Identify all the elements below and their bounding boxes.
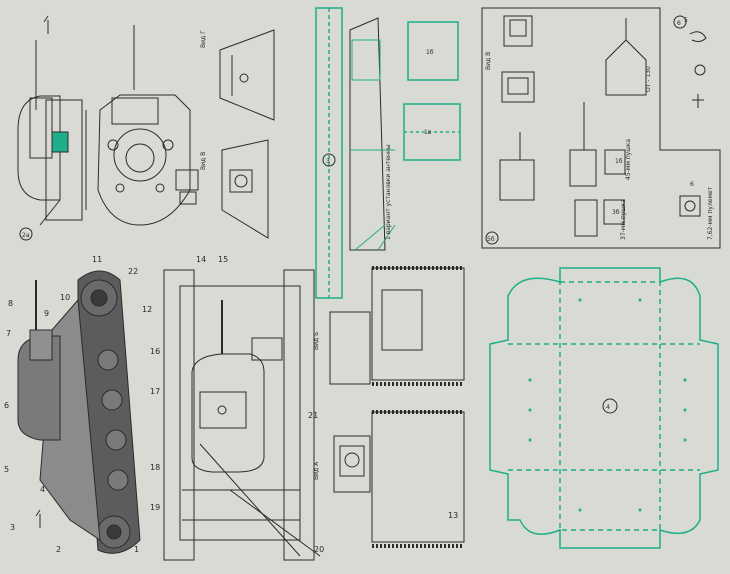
part-number-11: 11 [92,255,102,264]
fig-number-2a: 2а [22,232,30,239]
part-number-15: 15 [218,255,228,264]
fig-circle-2a [19,227,33,241]
variants-panel [481,7,721,249]
part-number-8: 8 [8,299,13,308]
part-number-4: 4 [40,485,45,494]
part-number-3: 3 [10,523,15,532]
marker-1b: 1б [615,158,623,165]
hull-side-antenna [349,17,396,251]
fig-circle-3 [322,153,336,167]
marker-3b: 3б [612,209,620,216]
fig-circle-6 [673,15,687,29]
fig-number-1v: 1в [424,129,432,136]
net-rivets [528,298,687,512]
view-label-v: Вид В [200,152,207,170]
arrow-marker-top [43,15,49,34]
tank-side-view-main [17,270,141,554]
green-strip-part [315,7,343,299]
part-number-2: 2 [56,545,61,554]
arrow-marker-bottom [35,509,41,528]
green-panels [403,21,461,161]
fig-circle-5b [485,231,499,245]
fig-number-1b: 1б [426,49,434,56]
fig-number-4: 4 [606,404,610,411]
side-symbols [689,31,707,108]
part-numbers-center: 14 15 16 17 18 19 20 21 13 [150,255,458,554]
view-a-drawing [333,410,465,548]
view-g-drawing [219,29,275,239]
part-number-16: 16 [150,347,160,356]
unfolded-net-part [489,267,719,549]
view-label-a: Вид А [313,461,320,480]
part-number-7: 7 [6,329,11,338]
view-label-b: Вид Б [313,332,320,350]
variant-caption: 1 вариант установки антенны [385,144,392,240]
fig-number-6: 6 [677,20,681,27]
tank-front-view-top [97,25,199,226]
part-number-1: 1 [134,545,139,554]
hull-top-view [163,269,321,561]
gun-37-caption: 37-мм пушка [620,199,627,240]
part-number-20: 20 [314,545,324,554]
tank-side-view-top [17,40,87,226]
ot-130-caption: ОТ - 130 [645,66,652,92]
part-number-6: 6 [4,401,9,410]
flamethrower-caption: 7,62-мм пулемет [707,186,714,240]
part-number-21: 21 [308,411,318,420]
part-number-14: 14 [196,255,206,264]
part-number-10: 10 [60,293,70,302]
part-number-22: 22 [128,267,138,276]
part-number-18: 18 [150,463,160,472]
view-b-drawing [329,266,465,386]
marker-6: 6 [690,181,694,188]
part-number-17: 17 [150,387,160,396]
fig-number-3: 3 [326,158,330,165]
gun-45-caption: 45-мм пушка [625,139,632,180]
part-number-19: 19 [150,503,160,512]
part-number-9: 9 [44,309,49,318]
part-number-13: 13 [448,511,458,520]
part-number-12: 12 [142,305,152,314]
fig-circle-4 [602,398,618,414]
fig-number-5b: 5б [487,236,495,243]
view-label-v2: Вид В [485,52,492,70]
part-numbers-left: 8 7 9 10 6 5 4 3 2 1 11 22 12 [4,255,152,554]
part-number-5: 5 [4,465,9,474]
view-label-g: Вид Г [200,30,207,48]
